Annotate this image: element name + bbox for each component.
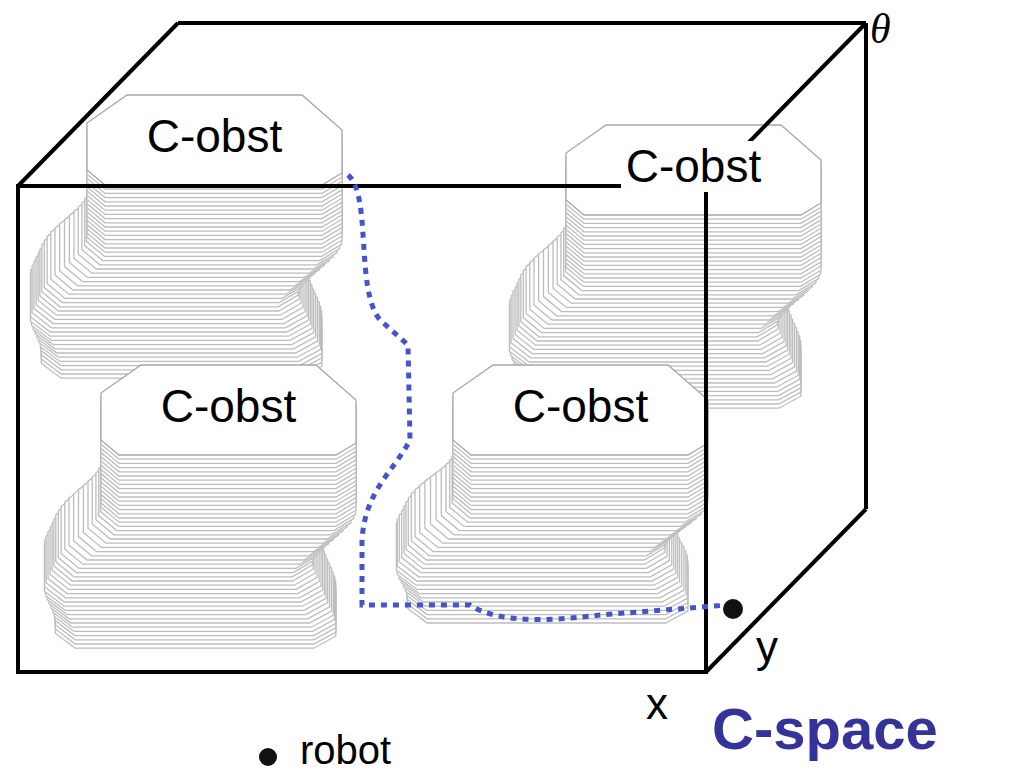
c-obstacle: C-obst	[453, 365, 708, 628]
theta-axis-label: θ	[870, 8, 891, 50]
obstacle-label: C-obst	[621, 141, 766, 192]
robot-legend-dot	[259, 748, 277, 766]
c-obstacle: C-obst	[101, 365, 356, 653]
obstacle-label: C-obst	[156, 381, 301, 432]
obstacle-label: C-obst	[142, 111, 287, 162]
robot-dot	[723, 599, 743, 619]
robot-legend-label: robot	[300, 730, 391, 770]
c-obstacle: C-obst	[87, 95, 342, 383]
x-axis-label: x	[646, 682, 668, 726]
obstacle-label: C-obst	[508, 381, 653, 432]
y-axis-label: y	[756, 625, 778, 669]
cspace-caption: C-space	[712, 700, 938, 758]
